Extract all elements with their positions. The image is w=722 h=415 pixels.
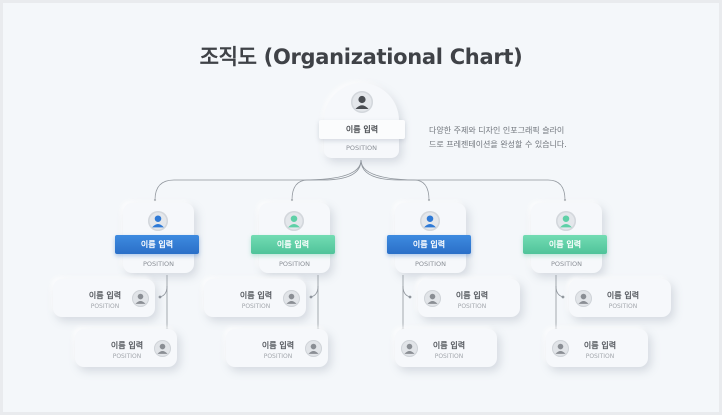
description-line-2: 드로 프레젠테이션을 완성할 수 있습니다.: [429, 140, 567, 149]
person-icon: [424, 215, 436, 228]
manager-4-avatar: [556, 211, 576, 231]
member-4-1-position: POSITION: [608, 303, 638, 310]
member-1-2-name: 이름 입력: [110, 341, 144, 350]
connector-top-to-manager-1: [153, 159, 362, 202]
member-card-4-2[interactable]: 이름 입력 POSITION: [546, 329, 648, 367]
member-1-1-name: 이름 입력: [88, 291, 122, 300]
person-icon: [355, 95, 369, 109]
connector-manager-3-member-1: [402, 285, 412, 298]
member-4-1-name: 이름 입력: [606, 291, 640, 300]
connector-manager-4-member-1: [555, 285, 565, 298]
manager-2-avatar: [284, 211, 304, 231]
member-2-2-name: 이름 입력: [261, 341, 295, 350]
manager-3-avatar: [420, 211, 440, 231]
member-card-1-2[interactable]: 이름 입력 POSITION: [75, 329, 177, 367]
member-1-1-position: POSITION: [90, 303, 120, 310]
connector-top-to-manager-4: [360, 159, 567, 202]
person-icon: [152, 215, 164, 228]
member-1-2-avatar: [154, 340, 171, 357]
member-2-1-name: 이름 입력: [239, 291, 273, 300]
description-text: 다양한 주제와 디자인 인포그래픽 슬라이 드로 프레젠테이션을 완성할 수 있…: [429, 124, 599, 152]
member-4-1-avatar: [575, 290, 592, 307]
member-1-1-avatar: [132, 290, 149, 307]
connector-lines: [153, 159, 567, 332]
connector-top-to-manager-2: [290, 159, 362, 202]
member-3-2-avatar: [401, 340, 418, 357]
top-node-position: POSITION: [346, 144, 377, 152]
person-icon: [404, 343, 415, 354]
member-4-2-avatar: [552, 340, 569, 357]
manager-2-name-bar[interactable]: 이름 입력: [251, 235, 335, 254]
person-icon: [135, 293, 146, 304]
manager-2-position: POSITION: [279, 260, 310, 268]
slide-title: 조직도 (Organizational Chart): [199, 45, 523, 69]
manager-1-position: POSITION: [143, 260, 174, 268]
member-4-2-name: 이름 입력: [583, 341, 617, 350]
description-line-1: 다양한 주제와 디자인 인포그래픽 슬라이: [429, 126, 565, 135]
top-avatar: [351, 91, 373, 113]
member-3-1-position: POSITION: [457, 303, 487, 310]
connector-manager-1-member-1: [158, 285, 168, 298]
manager-3-name-bar[interactable]: 이름 입력: [387, 235, 471, 254]
member-2-2-avatar: [305, 340, 322, 357]
member-1-2-position: POSITION: [112, 353, 142, 360]
member-2-1-position: POSITION: [241, 303, 271, 310]
person-icon: [555, 343, 566, 354]
connector-manager-2-member-1: [309, 285, 319, 298]
person-icon: [578, 293, 589, 304]
person-icon: [157, 343, 168, 354]
member-2-1-avatar: [283, 290, 300, 307]
member-2-2-position: POSITION: [263, 353, 293, 360]
member-4-2-position: POSITION: [585, 353, 615, 360]
member-card-3-2[interactable]: 이름 입력 POSITION: [395, 329, 497, 367]
org-chart-slide: 조직도 (Organizational Chart) 다양한 주제와 디자인 인…: [3, 3, 719, 412]
member-3-2-name: 이름 입력: [432, 341, 466, 350]
member-3-1-name: 이름 입력: [455, 291, 489, 300]
manager-4-name-bar[interactable]: 이름 입력: [523, 235, 607, 254]
person-icon: [560, 215, 572, 228]
manager-1-avatar: [148, 211, 168, 231]
manager-3-position: POSITION: [415, 260, 446, 268]
person-icon: [427, 293, 438, 304]
top-node-name-bar[interactable]: 이름 입력: [319, 120, 405, 139]
person-icon: [286, 293, 297, 304]
member-card-3-1[interactable]: 이름 입력 POSITION: [418, 279, 520, 317]
manager-4-position: POSITION: [551, 260, 582, 268]
member-card-2-1[interactable]: 이름 입력 POSITION: [204, 279, 306, 317]
member-3-1-avatar: [424, 290, 441, 307]
person-icon: [308, 343, 319, 354]
member-card-1-1[interactable]: 이름 입력 POSITION: [53, 279, 155, 317]
member-3-2-position: POSITION: [434, 353, 464, 360]
person-icon: [288, 215, 300, 228]
member-card-2-2[interactable]: 이름 입력 POSITION: [226, 329, 328, 367]
member-card-4-1[interactable]: 이름 입력 POSITION: [569, 279, 671, 317]
manager-1-name-bar[interactable]: 이름 입력: [115, 235, 199, 254]
